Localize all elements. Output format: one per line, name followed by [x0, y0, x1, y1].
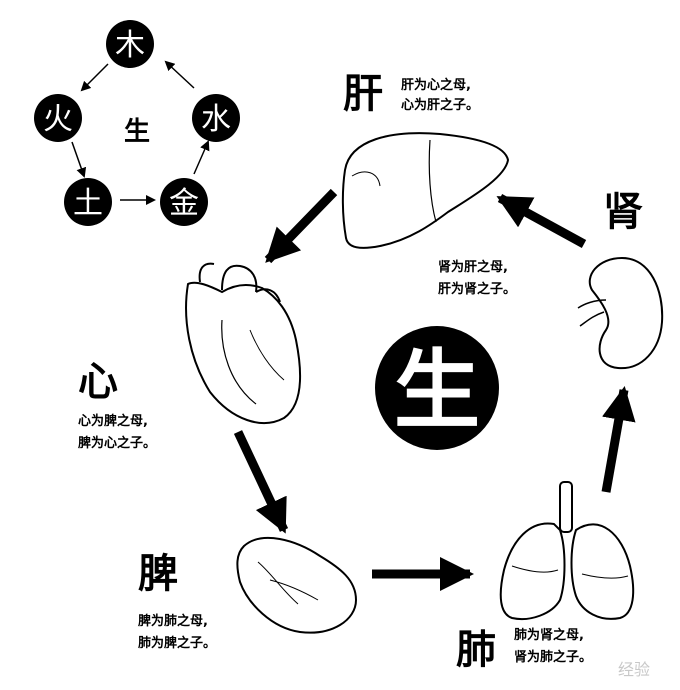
earth-node [64, 178, 112, 226]
kidney-name: 肾 [603, 189, 643, 235]
liver-illustration [341, 132, 510, 249]
fire-label: 火 [43, 102, 73, 137]
arrow-heart-to-spleen [233, 430, 289, 534]
lung-relation-line2: 肾为肺之子。 [514, 650, 593, 665]
spleen-relation-line1: 脾为肺之母, [138, 614, 208, 629]
liver-relation-line1: 肝为心之母, [401, 78, 471, 93]
wood-label: 木 [115, 28, 145, 63]
heart-relation-line1: 心为脾之母, [78, 414, 148, 429]
arrow-metal-to-water [193, 140, 210, 175]
kidney-illustration [577, 256, 664, 370]
liver-name: 肝 [343, 71, 383, 117]
earth-label: 土 [73, 186, 103, 221]
arrow-water-to-wood [164, 60, 195, 89]
watermark: 经验 [617, 660, 650, 679]
fire-node [34, 94, 82, 142]
wood-node [106, 20, 154, 68]
heart-name: 心 [78, 359, 118, 405]
arrow-kidney-to-liver [496, 194, 587, 248]
lung-name: 肺 [456, 627, 496, 673]
kidney-relation-line1: 肾为肝之母, [438, 260, 508, 275]
spleen-name: 脾 [138, 551, 178, 597]
arrow-lung-to-kidney [601, 386, 636, 493]
center-label: 生 [394, 340, 480, 441]
small-cycle-center-label: 生 [124, 117, 150, 147]
kidney-relation-line2: 肝为肾之子。 [438, 282, 517, 297]
arrow-fire-to-earth [71, 141, 87, 178]
small-generating-cycle: 木 水 金 土 火 生 [34, 20, 240, 226]
metal-node [160, 178, 208, 226]
liver-relation-line2: 心为肝之子。 [401, 98, 480, 113]
heart-relation-line2: 脾为心之子。 [78, 436, 157, 451]
center-circle [375, 326, 499, 450]
lung-illustration [499, 481, 635, 620]
heart-illustration [185, 262, 302, 424]
lung-relation-line1: 肺为肾之母, [514, 628, 584, 643]
metal-label: 金 [169, 186, 199, 221]
water-label: 水 [201, 102, 231, 137]
arrow-liver-to-heart [264, 188, 338, 264]
arrow-wood-to-fire [80, 63, 109, 92]
spleen-relation-line2: 肺为脾之子。 [138, 636, 217, 651]
spleen-illustration [236, 537, 358, 634]
water-node [192, 94, 240, 142]
